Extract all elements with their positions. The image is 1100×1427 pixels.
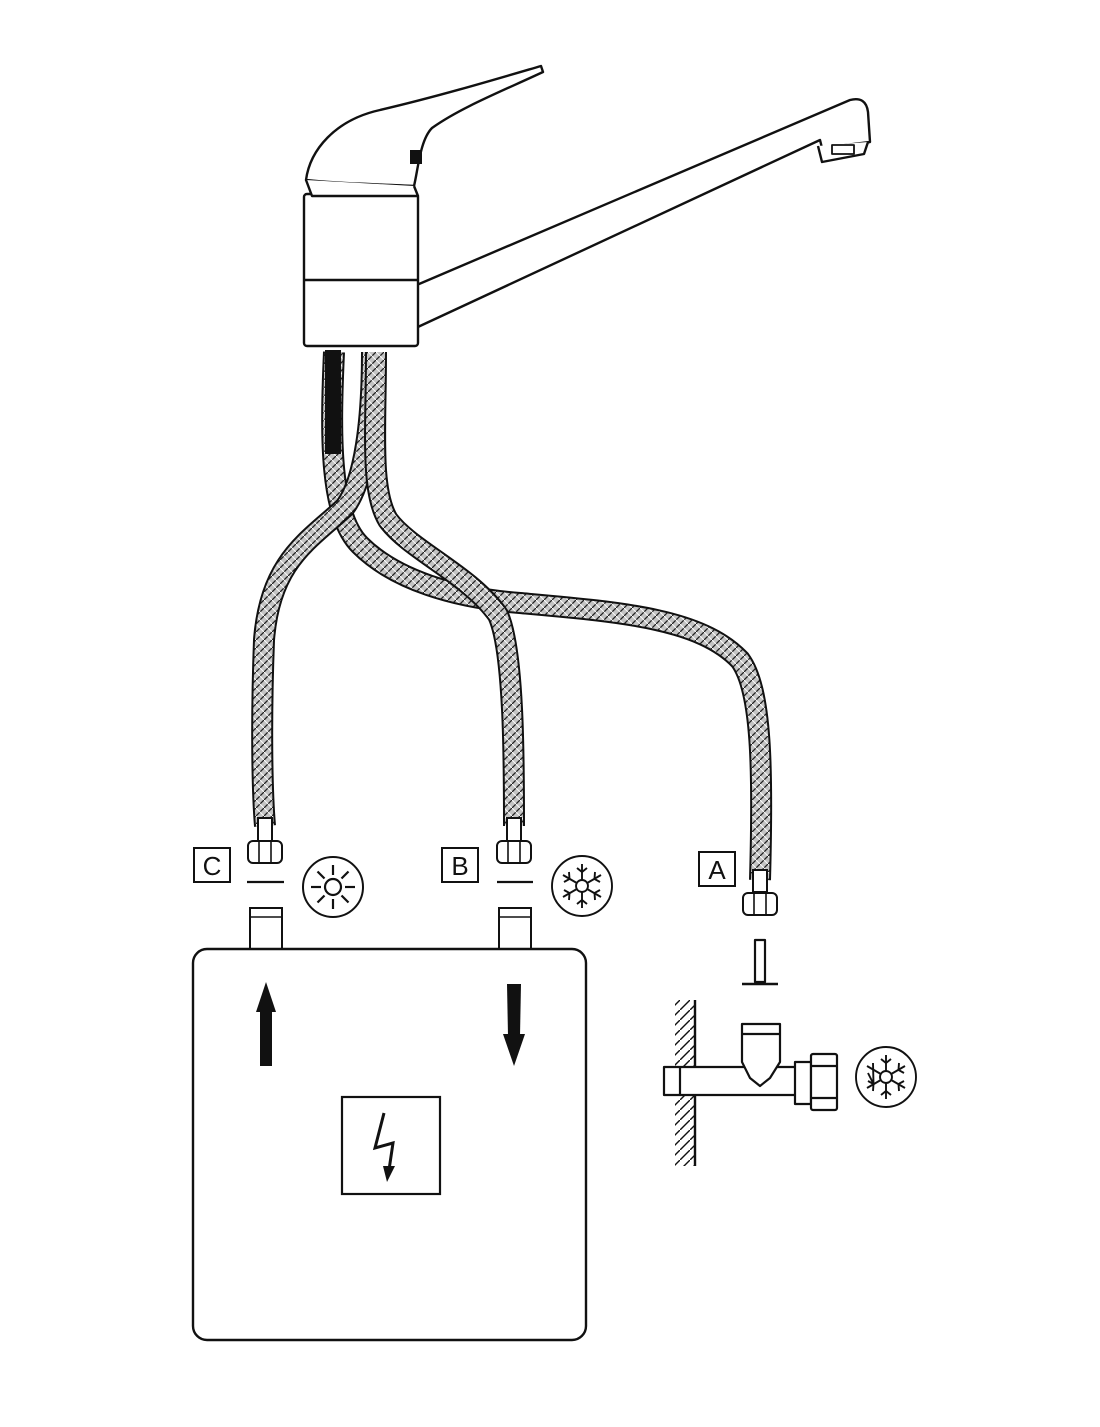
snowflake-icon [855, 1046, 917, 1108]
arrow-up-icon [256, 982, 276, 1066]
valve-pin [753, 938, 767, 984]
sun-icon [302, 856, 364, 918]
snowflake-icon [551, 855, 613, 917]
tap-lever [304, 64, 545, 188]
inlet-stub-cold [498, 907, 532, 951]
label-b: B [451, 851, 468, 881]
hose-marker [325, 350, 341, 454]
electrical-panel [340, 1095, 442, 1196]
valve-pipe [662, 1065, 807, 1097]
angle-valve [662, 938, 839, 1166]
label-c-box: C [193, 847, 231, 883]
label-a-box: A [698, 851, 736, 887]
lightning-icon [372, 1112, 395, 1182]
valve-handle-ring [793, 1060, 813, 1106]
tap-spout [402, 98, 872, 330]
hoses [251, 350, 773, 881]
arrow-down-icon [503, 984, 525, 1066]
hose-c [251, 351, 383, 827]
hose-b [364, 351, 525, 827]
hose-a [321, 351, 773, 881]
outlet-stub-hot [249, 907, 283, 951]
label-a: A [708, 855, 726, 885]
connector-b [496, 817, 533, 884]
tap-body [302, 192, 420, 348]
water-heater-unit [191, 907, 588, 1342]
valve-outlet [740, 1022, 782, 1088]
label-c: C [203, 851, 222, 881]
valve-handle [809, 1052, 839, 1112]
mixer-tap [302, 64, 872, 348]
connector-a [742, 869, 778, 916]
label-b-box: B [441, 847, 479, 883]
connector-c [247, 817, 284, 884]
